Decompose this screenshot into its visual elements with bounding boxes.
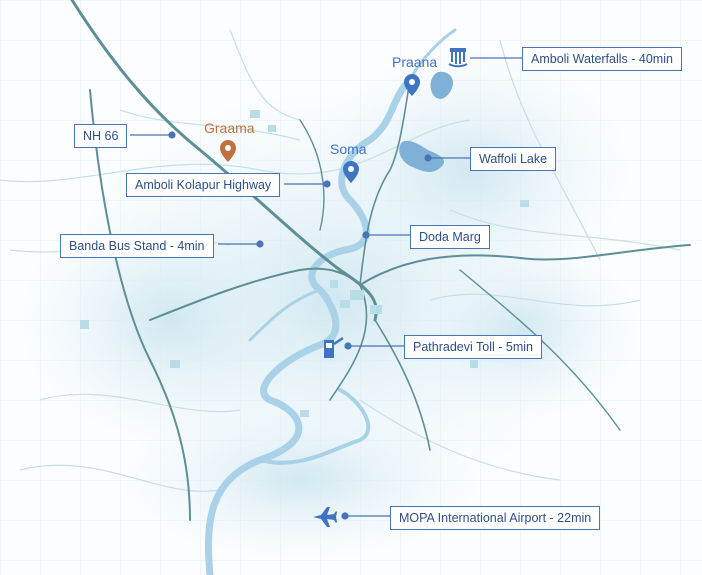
callout-waffoli-lake: Waffoli Lake (470, 147, 557, 171)
place-label-soma: Soma (330, 141, 367, 157)
place-label-graama: Graama (204, 120, 255, 136)
callout-mopa-airport: MOPA International Airport - 22min (390, 506, 601, 530)
callout-pathradevi-toll: Pathradevi Toll - 5min (404, 335, 542, 359)
place-label-praana: Praana (392, 54, 438, 70)
callout-nh66: NH 66 (74, 124, 128, 148)
callout-doda-marg: Doda Marg (410, 225, 490, 249)
callout-banda-bus-stand: Banda Bus Stand - 4min (60, 234, 214, 258)
soma-pin-icon (343, 161, 359, 183)
lakes (399, 71, 454, 172)
callout-amboli-waterfalls: Amboli Waterfalls - 40min (522, 47, 682, 71)
praana-pin-icon (404, 74, 420, 96)
airplane-icon (313, 507, 337, 527)
graama-pin-icon (220, 140, 236, 162)
waterfall-icon (448, 48, 468, 68)
callout-leaders (130, 57, 522, 520)
callout-amboli-kolapur-highway: Amboli Kolapur Highway (126, 173, 281, 197)
toll-plaza-icon (324, 336, 344, 358)
